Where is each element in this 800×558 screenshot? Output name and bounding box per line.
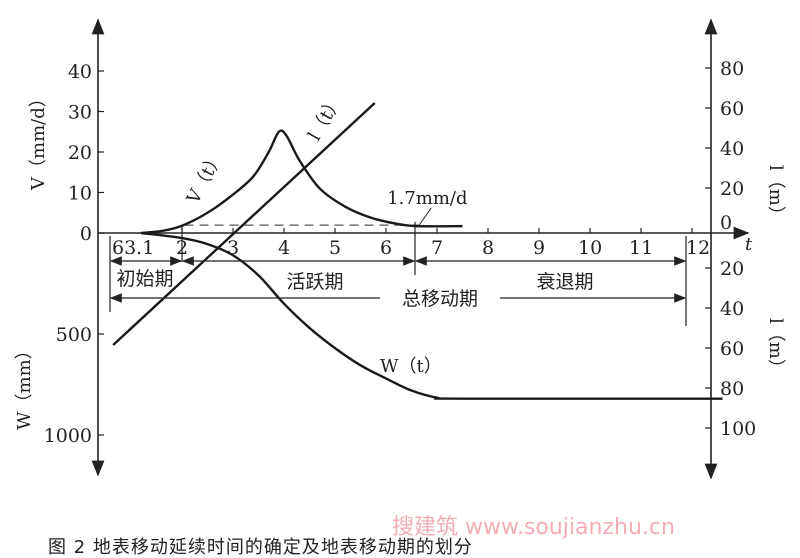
l-tick-label: 40: [720, 298, 744, 320]
v-tick-label: 10: [68, 183, 92, 205]
v-tick-label: 0: [80, 223, 92, 245]
l-tick-label: 100: [720, 418, 756, 440]
l-tick-label: 0: [720, 212, 732, 234]
w-tick-label: 1000: [44, 425, 92, 447]
l-tick-label: 40: [720, 138, 744, 160]
x-tick-label: 8: [482, 237, 494, 259]
x-tick-label: 11: [629, 237, 653, 259]
threshold-label: 1.7mm/d: [387, 188, 467, 209]
v-axis-label: V（mm/d）: [28, 89, 49, 191]
l-axis-label-lower: l（m）: [765, 318, 786, 377]
l-tick-label: 80: [720, 378, 744, 400]
series-V-line: [141, 129, 463, 235]
v-tick-label: 20: [68, 142, 92, 164]
period-label: 初始期: [116, 268, 173, 290]
x-tick-label: 63.1: [112, 237, 154, 259]
series-label-V: V（t）: [182, 148, 227, 208]
series-W-line: [141, 231, 723, 400]
w-tick-label: 500: [56, 324, 92, 346]
x-tick-label: 10: [578, 237, 602, 259]
w-axis-label: W（mm）: [14, 341, 35, 430]
v-tick-label: 40: [68, 61, 92, 83]
v-tick-label: 30: [68, 102, 92, 124]
x-tick-label: 5: [329, 237, 341, 259]
l-tick-label: 60: [720, 338, 744, 360]
figure-caption: 图 2 地表移动延续时间的确定及地表移动期的划分: [48, 537, 473, 558]
total-period-label: 总移动期: [402, 288, 478, 310]
l-tick-label: 60: [720, 98, 744, 120]
watermark: 搜建筑 www.soujianzhu.cn: [392, 515, 675, 540]
x-tick-label: 7: [431, 237, 443, 259]
threshold-leader: [418, 207, 432, 226]
t-axis-label: t: [745, 234, 753, 255]
axes: [91, 18, 750, 480]
total-period-label-bg: [380, 285, 500, 309]
period-label: 活跃期: [286, 271, 343, 293]
l-axis-label-upper: l（m）: [765, 165, 786, 224]
series-label-W: W（t）: [380, 356, 442, 377]
x-tick-label: 12: [686, 237, 710, 259]
l-tick-label: 20: [720, 178, 744, 200]
period-label: 衰退期: [536, 271, 593, 293]
x-tick-label: 9: [533, 237, 545, 259]
x-tick-label: 4: [278, 237, 290, 259]
series-l-line: [112, 102, 376, 346]
series-label-l: l（t）: [304, 92, 347, 145]
x-tick-label: 6: [380, 237, 392, 259]
l-tick-label: 80: [720, 58, 744, 80]
l-tick-label: 20: [720, 258, 744, 280]
